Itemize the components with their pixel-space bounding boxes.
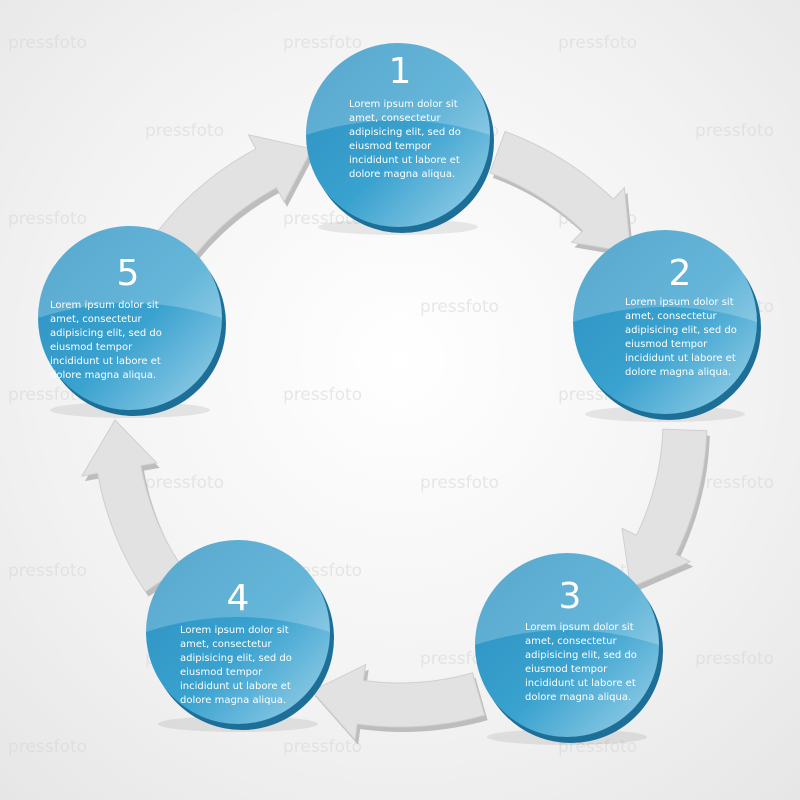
step-circle (38, 226, 222, 410)
step-text-line: dolore magna aliqua. (625, 367, 731, 378)
arrow-2-to-3 (621, 428, 710, 593)
watermark-text: pressfoto (695, 121, 774, 141)
step-text-line: amet, consectetur (349, 113, 441, 124)
arrow-body (621, 428, 708, 589)
step-number: 4 (227, 578, 250, 619)
step-gloss (573, 230, 757, 322)
watermark-text: pressfoto (8, 209, 87, 229)
step-text-line: amet, consectetur (50, 314, 142, 325)
step-gloss (38, 226, 222, 318)
watermark-text: pressfoto (8, 385, 87, 405)
step-text-line: Lorem ipsum dolor sit (625, 297, 734, 308)
step-text-line: amet, consectetur (625, 311, 717, 322)
step-text-line: Lorem ipsum dolor sit (180, 625, 289, 636)
step-text-line: incididunt ut labore et (50, 356, 161, 367)
step-text-line: amet, consectetur (180, 639, 272, 650)
arrow-4-to-5 (80, 419, 185, 597)
arrow-body (489, 130, 632, 254)
watermark-text: pressfoto (283, 209, 362, 229)
arrow-body (311, 663, 486, 742)
watermark-text: pressfoto (8, 561, 87, 581)
step-text-line: Lorem ipsum dolor sit (525, 622, 634, 633)
step-gloss (146, 540, 330, 632)
step-text-line: amet, consectetur (525, 636, 617, 647)
arrow-body (80, 419, 183, 593)
arrow-5-to-1 (157, 134, 315, 264)
step-circle (475, 553, 659, 737)
step-number: 2 (669, 253, 692, 294)
arrow-3-to-4 (311, 663, 488, 745)
watermark-text: pressfoto (695, 649, 774, 669)
step-text-line: Lorem ipsum dolor sit (50, 300, 159, 311)
step-number: 1 (389, 51, 412, 92)
step-circle (306, 43, 490, 227)
step-text-line: adipisicing elit, sed do (349, 127, 461, 138)
watermark-text: pressfoto (8, 33, 87, 53)
watermark-text: pressfoto (145, 121, 224, 141)
arrow-layer (80, 130, 710, 745)
step-text-line: Lorem ipsum dolor sit (349, 99, 458, 110)
step-gloss (475, 553, 659, 645)
watermark-text: pressfoto (695, 473, 774, 493)
watermark-text: pressfoto (283, 385, 362, 405)
step-text-line: adipisicing elit, sed do (180, 653, 292, 664)
step-text-line: incididunt ut labore et (525, 678, 636, 689)
step-number: 3 (559, 576, 582, 617)
step-text-line: eiusmod tempor (50, 342, 133, 353)
step-text-line: incididunt ut labore et (349, 155, 460, 166)
arrow-1-to-2 (489, 130, 634, 258)
watermark-text: pressfoto (145, 473, 224, 493)
watermark-text: pressfoto (558, 33, 637, 53)
watermark-text: pressfoto (283, 33, 362, 53)
step-text-line: dolore magna aliqua. (50, 370, 156, 381)
step-text-line: incididunt ut labore et (180, 681, 291, 692)
step-text-line: adipisicing elit, sed do (50, 328, 162, 339)
arrow-body (157, 134, 313, 259)
step-circle (573, 230, 757, 414)
step-text-line: eiusmod tempor (625, 339, 708, 350)
step-number: 5 (117, 253, 140, 294)
step-text-line: eiusmod tempor (525, 664, 608, 675)
watermark-text: pressfoto (420, 297, 499, 317)
step-text-line: adipisicing elit, sed do (625, 325, 737, 336)
watermark-text: pressfoto (420, 473, 499, 493)
step-text-line: eiusmod tempor (180, 667, 263, 678)
watermark-text: pressfoto (283, 737, 362, 757)
step-text-line: adipisicing elit, sed do (525, 650, 637, 661)
watermark-text: pressfoto (8, 737, 87, 757)
step-text-line: dolore magna aliqua. (180, 695, 286, 706)
step-text-line: dolore magna aliqua. (349, 169, 455, 180)
step-text-line: dolore magna aliqua. (525, 692, 631, 703)
step-text-line: eiusmod tempor (349, 141, 432, 152)
step-text-line: incididunt ut labore et (625, 353, 736, 364)
step-circle (146, 540, 330, 724)
step-gloss (306, 43, 490, 135)
